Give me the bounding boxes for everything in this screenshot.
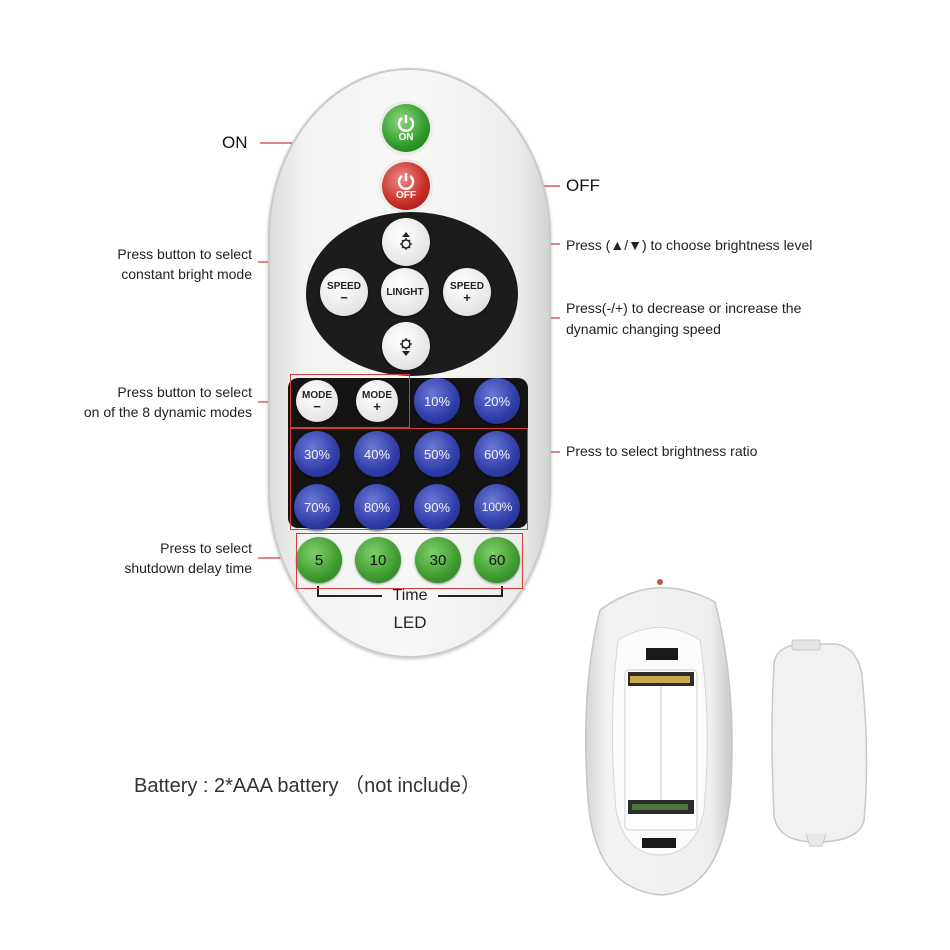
power-icon bbox=[397, 172, 415, 190]
percent-label: 10% bbox=[423, 393, 451, 409]
on-button[interactable]: ON bbox=[382, 104, 430, 152]
speed-annotation-1: Press(-/+) to decrease or increase the bbox=[566, 300, 802, 316]
delay-label: 60 bbox=[488, 551, 506, 569]
percent-button[interactable]: 40% bbox=[354, 431, 400, 477]
percent-button[interactable]: 60% bbox=[474, 431, 520, 477]
off-annotation: OFF bbox=[566, 176, 600, 195]
percent-button[interactable]: 70% bbox=[294, 484, 340, 530]
brightness-up-button[interactable] bbox=[382, 218, 430, 266]
percent-button[interactable]: 30% bbox=[294, 431, 340, 477]
on-annotation: ON bbox=[222, 133, 248, 152]
delay-highlight bbox=[296, 533, 523, 589]
delay-label: 10 bbox=[369, 551, 387, 569]
percent-label: 30% bbox=[303, 446, 331, 462]
delay-button[interactable]: 5 bbox=[296, 537, 342, 583]
percent-label: 70% bbox=[303, 499, 331, 515]
sun-down-icon bbox=[400, 338, 412, 356]
percent-button[interactable]: 20% bbox=[474, 378, 520, 424]
brand-label: LED bbox=[393, 613, 427, 632]
speed-minus-label: SPEED bbox=[327, 281, 361, 292]
delay-label: 30 bbox=[429, 551, 447, 569]
speed-annotation-2: dynamic changing speed bbox=[566, 321, 721, 337]
delay-button[interactable]: 60 bbox=[474, 537, 520, 583]
delay-label: 5 bbox=[314, 551, 324, 569]
mode-plus-button[interactable]: MODE + bbox=[356, 380, 398, 422]
percent-button[interactable]: 90% bbox=[414, 484, 460, 530]
constant-light-label: LINGHT bbox=[386, 286, 424, 298]
speed-plus-label: SPEED bbox=[450, 281, 484, 292]
delay-annotation-1: Press to select bbox=[160, 540, 252, 556]
remote-back-photo bbox=[584, 579, 733, 896]
time-bracket bbox=[317, 586, 503, 597]
percent-label: 80% bbox=[363, 499, 391, 515]
mode-minus-button[interactable]: MODE − bbox=[296, 380, 338, 422]
mode-plus-label: MODE bbox=[362, 390, 392, 401]
percent-label: 40% bbox=[363, 446, 391, 462]
constant-annotation-2: constant bright mode bbox=[121, 266, 252, 282]
percent-button[interactable]: 10% bbox=[414, 378, 460, 424]
brightness-down-button[interactable] bbox=[382, 322, 430, 370]
percent-button[interactable]: 100% bbox=[474, 484, 520, 530]
speed-minus-button[interactable]: SPEED − bbox=[320, 268, 368, 316]
constant-light-button[interactable]: LINGHT bbox=[381, 268, 429, 316]
battery-note: Battery : 2*AAA battery （not include） bbox=[134, 775, 481, 797]
percent-label: 90% bbox=[423, 499, 451, 515]
brightness-annotation: Press (▲/▼) to choose brightness level bbox=[566, 237, 813, 253]
off-button[interactable]: OFF bbox=[382, 162, 430, 210]
battery-cover-photo bbox=[771, 639, 868, 847]
percent-label: 50% bbox=[423, 446, 451, 462]
power-icon bbox=[397, 114, 415, 132]
percent-highlight bbox=[290, 428, 528, 530]
delay-button[interactable]: 10 bbox=[355, 537, 401, 583]
off-button-label: OFF bbox=[396, 189, 416, 201]
percent-label: 60% bbox=[483, 446, 511, 462]
delay-button[interactable]: 30 bbox=[415, 537, 461, 583]
speed-minus-sign: − bbox=[340, 290, 348, 305]
mode-annotation-1: Press button to select bbox=[117, 384, 252, 400]
sun-up-icon bbox=[400, 232, 412, 250]
mode-annotation-2: on of the 8 dynamic modes bbox=[83, 404, 252, 420]
speed-plus-button[interactable]: SPEED + bbox=[443, 268, 491, 316]
constant-annotation-1: Press button to select bbox=[117, 246, 252, 262]
percent-button[interactable]: 50% bbox=[414, 431, 460, 477]
time-label: Time bbox=[392, 587, 428, 604]
ratio-annotation: Press to select brightness ratio bbox=[566, 443, 758, 459]
percent-label: 20% bbox=[483, 393, 511, 409]
mode-plus-sign: + bbox=[373, 399, 381, 414]
mode-highlight bbox=[290, 374, 410, 428]
mode-minus-sign: − bbox=[313, 399, 321, 414]
percent-button[interactable]: 80% bbox=[354, 484, 400, 530]
speed-plus-sign: + bbox=[463, 290, 471, 305]
on-button-label: ON bbox=[398, 131, 414, 143]
delay-annotation-2: shutdown delay time bbox=[124, 560, 252, 576]
mode-minus-label: MODE bbox=[302, 390, 332, 401]
percent-label: 100% bbox=[481, 500, 513, 514]
